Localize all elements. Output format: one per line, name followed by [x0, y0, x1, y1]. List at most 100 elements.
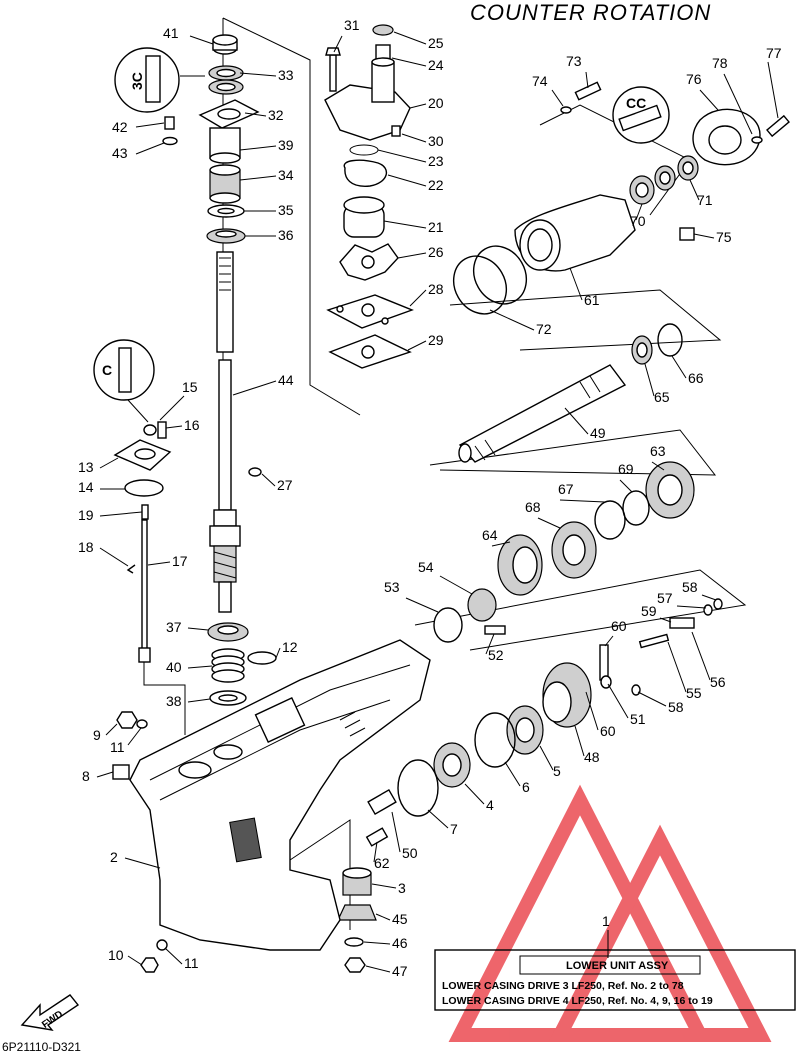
- callout-label-11: 11: [110, 739, 125, 755]
- callout-leader-42: [135, 122, 165, 128]
- small-hardware: [112, 651, 277, 973]
- callout-leader-57: [676, 605, 707, 609]
- callout-label-30: 30: [428, 133, 444, 149]
- callout-label-70: 70: [630, 213, 646, 229]
- callout-label-63: 63: [650, 443, 666, 459]
- callout-leader-70: [635, 203, 643, 221]
- callout-label-39: 39: [278, 137, 294, 153]
- callout-leader-49: [564, 407, 589, 435]
- drive-shaft-group: [162, 34, 262, 706]
- callout-leader-34: [239, 175, 277, 181]
- callout-label-76: 76: [686, 71, 702, 87]
- callout-leader-39: [239, 145, 277, 151]
- callout-leader-24: [391, 57, 427, 67]
- callout-label-13: 13: [78, 459, 94, 475]
- callout-label-54: 54: [418, 559, 434, 575]
- callout-label-72: 72: [536, 321, 552, 337]
- callout-label-9: 9: [93, 727, 101, 743]
- callout-label-4: 4: [486, 797, 494, 813]
- lower-casing: [129, 639, 431, 951]
- callout-leader-65: [644, 363, 655, 397]
- callout-leader-21: [383, 220, 427, 229]
- callout-label-65: 65: [654, 389, 670, 405]
- callout-leader-66: [671, 355, 687, 379]
- callout-leader-13: [99, 457, 119, 469]
- callout-label-37: 37: [166, 619, 182, 635]
- callout-label-34: 34: [278, 167, 294, 183]
- callout-label-53: 53: [384, 579, 400, 595]
- forward-direction-arrow: FWD: [20, 994, 80, 1031]
- callout-label-67: 67: [558, 481, 574, 497]
- callout-leader-78: [723, 73, 753, 135]
- callout-leader-38: [187, 698, 211, 703]
- callout-label-7: 7: [450, 821, 458, 837]
- callout-leader-27: [261, 473, 276, 487]
- callout-leader-2: [124, 857, 161, 869]
- callout-leader-67: [559, 499, 606, 503]
- callout-label-14: 14: [78, 479, 94, 495]
- callout-leader-31: [333, 35, 343, 53]
- callout-label-42: 42: [112, 119, 128, 135]
- callout-leader-7: [427, 809, 449, 829]
- callout-label-31: 31: [344, 17, 360, 33]
- callout-label-41: 41: [163, 25, 179, 41]
- callout-label-44: 44: [278, 372, 294, 388]
- callout-leader-5: [539, 745, 554, 771]
- callout-label-60: 60: [600, 723, 616, 739]
- diagram-title: COUNTER ROTATION: [470, 0, 711, 25]
- callout-leader-19: [99, 511, 143, 517]
- water-pump-group: [324, 24, 414, 369]
- callout-label-36: 36: [278, 227, 294, 243]
- callout-label-11: 11: [184, 955, 199, 971]
- callout-leader-64: [491, 541, 511, 547]
- callout-leader-44: [232, 380, 277, 396]
- callout-leader-29: [407, 340, 427, 351]
- callout-leader-62: [373, 841, 378, 863]
- callout-label-50: 50: [402, 845, 418, 861]
- callout-label-61: 61: [584, 292, 600, 308]
- callout-leader-15: [159, 395, 185, 421]
- callout-label-8: 8: [82, 768, 90, 784]
- callout-leader-8: [96, 771, 114, 778]
- callout-label-28: 28: [428, 281, 444, 297]
- callout-label-46: 46: [392, 935, 408, 951]
- callout-label-2: 2: [110, 849, 118, 865]
- callout-label-59: 59: [641, 603, 657, 619]
- callout-label-25: 25: [428, 35, 444, 51]
- callout-leaders: [96, 31, 779, 973]
- callout-label-47: 47: [392, 963, 408, 979]
- callout-label-71: 71: [697, 192, 713, 208]
- callout-label-55: 55: [686, 685, 702, 701]
- assy-row-1: LOWER CASING DRIVE 3 LF250, Ref. No. 2 t…: [442, 980, 684, 992]
- callout-leader-11: [127, 727, 142, 746]
- callout-leader-58: [637, 691, 667, 707]
- callout-label-78: 78: [712, 55, 728, 71]
- drawing-code: 6P21110-D321: [2, 1040, 81, 1054]
- callout-label-6: 6: [522, 779, 530, 795]
- callout-label-49: 49: [590, 425, 606, 441]
- callout-leader-60: [604, 635, 614, 647]
- oil-seal-direction-inset: 3C: [114, 47, 205, 113]
- callout-label-24: 24: [428, 57, 444, 73]
- callout-label-52: 52: [488, 647, 504, 663]
- callout-leader-17: [147, 561, 171, 566]
- callout-leader-77: [767, 61, 779, 119]
- callout-label-60: 60: [611, 618, 627, 634]
- callout-leader-71: [689, 179, 700, 201]
- callout-label-12: 12: [282, 639, 298, 655]
- callout-leader-68: [537, 517, 561, 529]
- callout-leader-43: [135, 142, 165, 155]
- callout-label-69: 69: [618, 461, 634, 477]
- svg-text:CC: CC: [626, 95, 646, 111]
- callout-leader-23: [377, 149, 427, 163]
- callout-leader-12: [275, 647, 281, 659]
- callout-leader-55: [667, 641, 687, 693]
- callout-label-64: 64: [482, 527, 498, 543]
- callout-label-16: 16: [184, 417, 200, 433]
- callout-leader-26: [397, 252, 427, 259]
- callout-label-19: 19: [78, 507, 94, 523]
- callout-leader-22: [387, 174, 427, 187]
- callout-leader-61: [569, 267, 583, 301]
